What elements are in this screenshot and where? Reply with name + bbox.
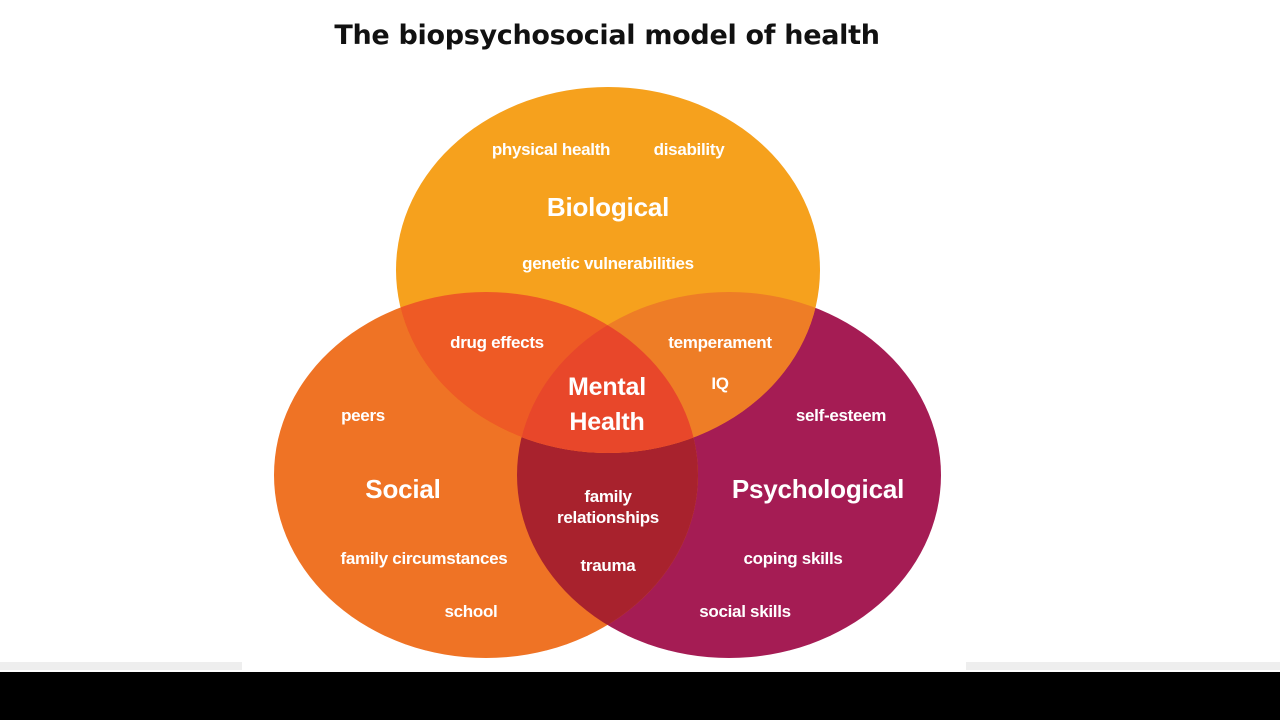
item-temperament: temperament [668,333,772,352]
item-trauma: trauma [581,556,637,575]
item-self-esteem: self-esteem [796,406,886,425]
item-social-skills: social skills [699,602,791,621]
diagram-title: The biopsychosocial model of health [334,20,880,51]
item-family: family [584,487,632,506]
label-biological: Biological [547,192,669,222]
bottom-strip-left [0,662,242,670]
item-coping-skills: coping skills [743,549,842,568]
mental-health-center [517,292,698,453]
label-health: Health [569,408,644,436]
item-iq: IQ [711,374,728,393]
item-peers: peers [341,406,385,425]
bottom-strip-right [966,662,1280,670]
label-mental: Mental [568,373,646,401]
item-disability: disability [654,140,726,159]
bottom-black-bar [0,672,1280,720]
item-genetic-vulnerabilities: genetic vulnerabilities [522,254,694,273]
label-social: Social [365,474,440,504]
item-school: school [445,602,498,621]
label-psychological: Psychological [732,474,904,504]
item-drug-effects: drug effects [450,333,544,352]
item-physical-health: physical health [492,140,610,159]
item-family-circumstances: family circumstances [341,549,508,568]
venn-diagram: physical health disability Biological ge… [274,87,941,658]
item-relationships: relationships [557,508,659,527]
